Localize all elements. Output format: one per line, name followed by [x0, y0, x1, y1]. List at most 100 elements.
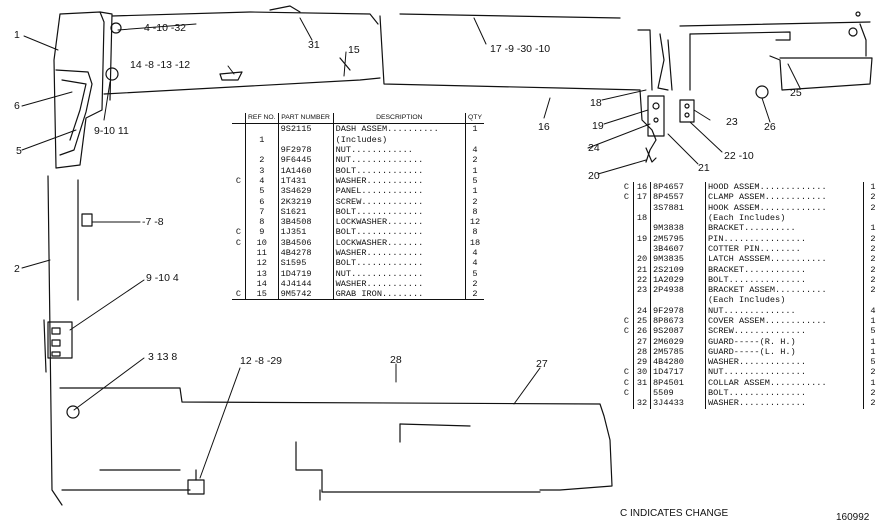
quantity: 1 — [870, 377, 876, 388]
description: BRACKET............ — [705, 264, 864, 275]
quantity: 1 — [870, 316, 876, 326]
dash-assembly-outline — [43, 11, 122, 506]
change-marker: C — [623, 326, 630, 337]
quantity: 2 — [472, 196, 478, 207]
description-leader: .......... — [744, 223, 796, 234]
description-leader: ............ — [744, 264, 806, 275]
change-marker — [620, 254, 634, 264]
description-leader: ............. — [356, 227, 424, 238]
change-marker — [620, 357, 634, 367]
change-marker: C — [623, 367, 630, 378]
description-text: CLAMP ASSEM. — [708, 192, 770, 203]
description-leader: ............ — [351, 145, 413, 156]
part-number: 8P8673 — [650, 315, 706, 327]
ref-number: 7 — [245, 206, 279, 217]
part-number: 4J4144 — [278, 278, 334, 290]
part-number: 3S4629 — [278, 186, 334, 197]
table-row: 1 (Includes) — [232, 134, 484, 145]
ref-number: 8 — [245, 216, 279, 228]
description: GUARD-----(L. H.) — [705, 346, 864, 358]
table-row: 9M3838 BRACKET..........1 — [620, 223, 882, 234]
change-marker: C — [623, 377, 630, 388]
description-text: GUARD — [708, 346, 734, 357]
description-leader: ........... — [769, 316, 827, 326]
callout-14-8-13-12: 14 -8 -13 -12 — [130, 59, 191, 71]
description-leader: ................ — [723, 367, 806, 378]
change-marker — [620, 306, 634, 316]
callout-21: 21 — [698, 162, 710, 174]
part-number: 4B4278 — [278, 247, 334, 259]
quantity: 2 — [870, 367, 876, 378]
ref-number: 32 — [633, 398, 651, 409]
ref-number — [633, 202, 651, 213]
change-marker — [620, 295, 634, 305]
description: NUT.............. — [333, 268, 467, 279]
quantity: 2 — [870, 264, 876, 275]
part-number: 1D4717 — [650, 367, 706, 378]
description-text: BRACKET — [708, 264, 745, 275]
ref-number: 23 — [633, 284, 651, 296]
part-number: 9S2087 — [650, 326, 706, 337]
part-number — [650, 295, 706, 306]
quantity — [864, 295, 883, 305]
table-row: 18 (Each Includes) — [620, 212, 883, 224]
hood-outline — [103, 5, 873, 99]
part-number: 2K3219 — [278, 196, 334, 207]
quantity: 1 — [472, 186, 478, 197]
description: GUARD-----(R. H.) — [705, 336, 864, 347]
callout-6: 6 — [14, 100, 20, 112]
description: LOCKWASHER....... — [333, 216, 467, 228]
description-leader: ........... — [769, 192, 827, 203]
quantity: 1 — [472, 124, 478, 135]
ref-number: 6 — [245, 196, 279, 207]
description: COTTER PIN........ — [705, 243, 864, 255]
header-qty: QTY — [465, 113, 484, 125]
quantity: 2 — [472, 278, 478, 289]
quantity — [864, 213, 883, 223]
callout-26: 26 — [764, 121, 776, 133]
description-leader: ....... — [387, 217, 424, 228]
change-marker: C — [623, 192, 630, 203]
description: WASHER........... — [333, 247, 467, 259]
ref-number: 9 — [245, 227, 279, 238]
quantity: 2 — [870, 233, 876, 244]
part-number: 9M3838 — [650, 223, 706, 234]
quantity: 2 — [870, 202, 876, 213]
change-marker: C — [623, 182, 630, 193]
description-text: BOLT — [335, 165, 357, 176]
description-leader: ............ — [361, 196, 424, 207]
ref-number: 17 — [633, 192, 651, 203]
table-header-row: REF NO. PART NUMBER DESCRIPTION QTY — [232, 113, 484, 125]
description-leader: -----(L. H.) — [733, 346, 796, 357]
description-text: BRACKET — [708, 223, 745, 234]
description: WASHER............. — [705, 398, 864, 409]
quantity: 1 — [870, 336, 876, 347]
quantity: 2 — [870, 285, 876, 296]
description-text: COVER ASSEM. — [708, 316, 770, 326]
description: (Each Includes) — [705, 295, 864, 306]
description-text: NUT — [708, 367, 724, 378]
description: HOOK ASSEM............. — [705, 202, 864, 213]
description-leader: ....... — [387, 237, 424, 248]
description-text: NUT — [335, 145, 352, 156]
part-number: 3B4506 — [278, 237, 334, 248]
quantity: 2 — [870, 388, 876, 399]
description-leader: ............... — [728, 388, 806, 399]
table-row: (Each Includes) — [620, 295, 883, 306]
description-text: WASHER — [335, 248, 367, 258]
description: DASH ASSEM.......... — [333, 123, 467, 135]
ref-number: 2 — [245, 155, 279, 166]
